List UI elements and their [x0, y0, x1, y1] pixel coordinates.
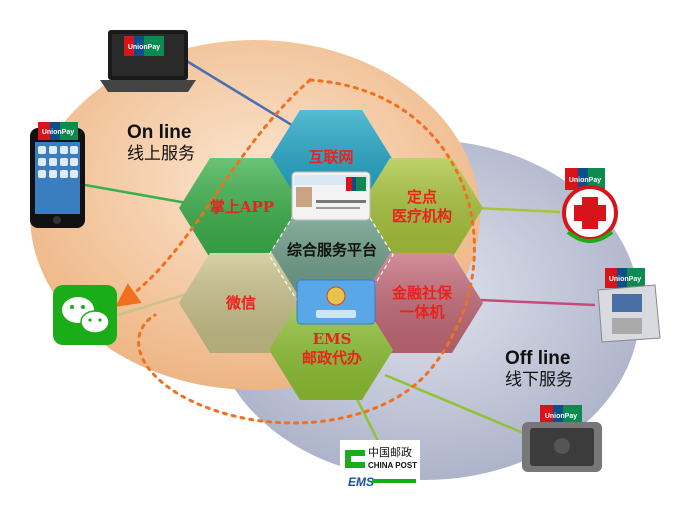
hex-ems-label-line2: 邮政代办: [301, 348, 362, 367]
hex-center-label: 综合服务平台: [286, 241, 377, 259]
hospital-cross-icon[interactable]: UnionPay: [562, 168, 618, 243]
svg-text:UnionPay: UnionPay: [545, 413, 577, 420]
hex-ems[interactable]: [269, 300, 393, 400]
hex-wechat[interactable]: [179, 253, 303, 353]
hex-wechat-label: 微信: [225, 294, 256, 312]
svg-text:UnionPay: UnionPay: [42, 129, 74, 136]
hex-hospital-label-line2: 医疗机构: [391, 206, 452, 225]
hex-internet-label: 互联网: [308, 148, 354, 166]
online-subtitle: 线上服务: [127, 143, 195, 163]
wechat-icon[interactable]: [53, 285, 117, 345]
hex-hospital-label-line1: 定点: [406, 188, 437, 206]
hex-ems-label: EMS 邮政代办: [282, 330, 382, 368]
social-security-card-icon: [296, 279, 376, 325]
atm-kiosk-icon[interactable]: UnionPay: [597, 268, 661, 343]
pos-terminal-icon[interactable]: UnionPay: [522, 405, 602, 472]
offline-subtitle: 线下服务: [505, 369, 573, 389]
svg-text:UnionPay: UnionPay: [609, 276, 641, 283]
bank-card-icon: [291, 171, 371, 221]
hex-hospital[interactable]: [359, 158, 483, 258]
hex-hospital-label: 定点 医疗机构: [372, 188, 472, 226]
dotted-arrow-to-wechat: [115, 78, 312, 307]
hex-finance-label-line1: 金融社保: [391, 284, 452, 302]
connector-post: [353, 394, 382, 446]
hex-mobile-app[interactable]: [179, 158, 303, 258]
china-post-name-en: CHINA POST: [368, 461, 417, 470]
online-zone-title: On line 线上服务: [127, 122, 195, 163]
hex-finance-kiosk[interactable]: [359, 253, 483, 353]
laptop-icon[interactable]: UnionPay: [100, 30, 196, 92]
connector-hospital: [474, 206, 561, 214]
hex-ems-label-line1: EMS: [312, 330, 352, 348]
connector-pos: [384, 373, 541, 442]
china-post-name-cn: 中国邮政: [368, 445, 412, 459]
china-post-logo: 中国邮政 CHINA POST EMS: [340, 440, 420, 490]
hex-finance-label-line2: 一体机: [399, 302, 445, 321]
dotted-cycle-arrow: [137, 78, 476, 425]
offline-zone-title: Off line 线下服务: [505, 348, 573, 389]
hex-mobile-app-label: 掌上APP: [209, 198, 275, 216]
smartphone-icon[interactable]: UnionPay: [30, 122, 85, 228]
svg-text:UnionPay: UnionPay: [569, 177, 601, 184]
svg-text:UnionPay: UnionPay: [128, 44, 160, 51]
ems-logo-text: EMS: [348, 475, 374, 489]
offline-title: Off line: [505, 348, 571, 369]
online-title: On line: [127, 122, 192, 143]
connector-laptop: [184, 58, 301, 132]
connector-atm: [479, 298, 596, 307]
hex-finance-kiosk-label: 金融社保 一体机: [372, 284, 472, 322]
